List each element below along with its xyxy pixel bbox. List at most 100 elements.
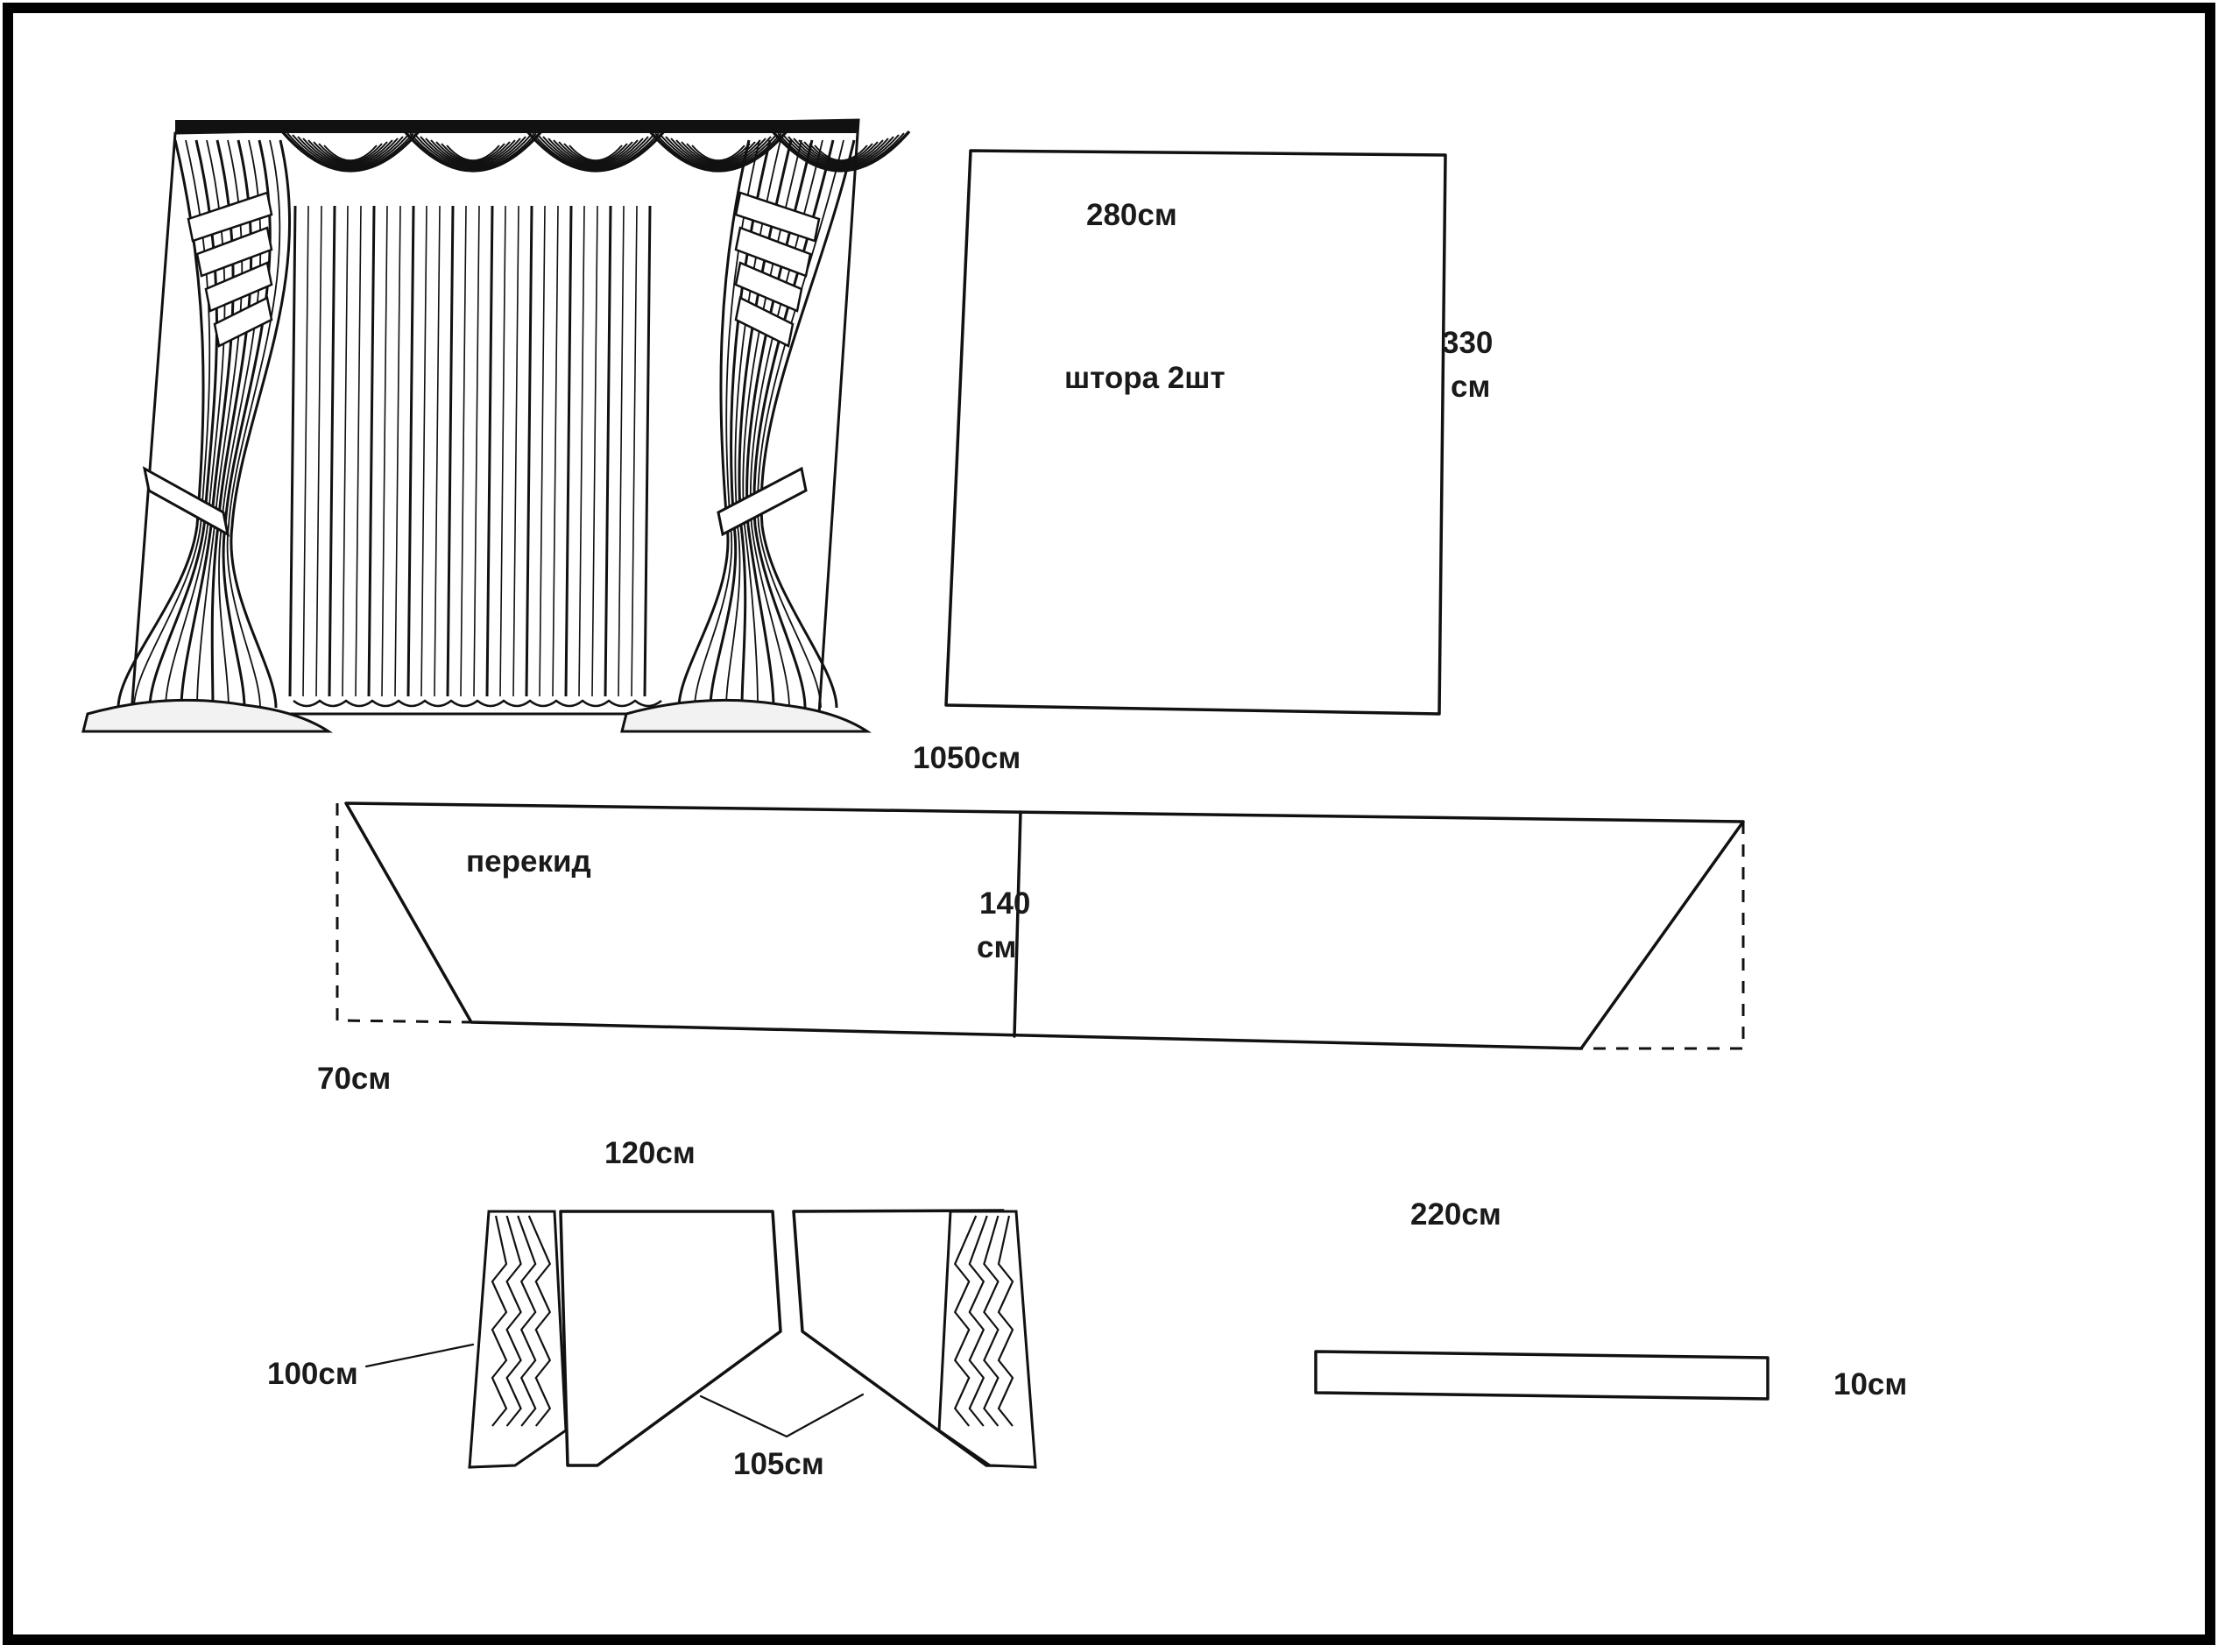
valance-swag-arc [814,145,868,162]
valance-swag-arc [297,136,404,168]
tieback-pattern: 220см 10см [1314,1197,1907,1401]
valance-swag-arc [313,141,388,164]
swag-depth-leader [699,1393,865,1438]
drape-dashed-extension-right [1581,822,1745,1050]
valance-swag-arc [430,139,516,166]
valance-swag-arc [280,130,420,173]
sheer-pleat-line [643,205,652,697]
sheer-pleat-line [328,205,336,697]
sheer-pleat-line [367,205,376,697]
tieback-length-label: 220см [1410,1197,1501,1232]
valance-swag-arc [558,141,633,164]
swag-depth-label: 105см [733,1447,824,1481]
sheer-pleat-line [315,205,322,697]
valance-swag-arc [793,138,889,166]
valance-swag-arc [809,143,873,163]
curtain-name-label: штора 2шт [1064,361,1226,395]
sheer-pleat-line [420,205,427,697]
drape-name-label: перекид [466,844,591,879]
jabot-left [468,1210,568,1469]
valance-swag-arc [425,138,521,166]
curtain-height-number: 330 [1442,326,1493,360]
sheer-pleat-line [302,205,309,697]
drape-outline [344,801,1745,1050]
drape-tail [187,191,273,243]
sheer-pleat-line [473,205,480,697]
jabot-fold [953,1215,978,1427]
valance-swag-arc [403,130,543,173]
drape-fold-line [230,139,292,709]
valance-swag-arc [435,141,511,164]
sheer-pleat-line [564,205,573,697]
sheer-pleat-line [631,205,638,697]
drape-height-line [1013,810,1022,1038]
jabot-fold [968,1215,988,1427]
valance-swag-arc [681,141,756,164]
sheer-pleat-line [591,205,598,697]
drape-tail [204,261,273,313]
drape-puddle [620,698,872,733]
drape-offset-label: 70см [317,1062,391,1096]
sheer-pleat-line [525,205,533,697]
valance-rail [175,120,858,133]
valance-swag-arc [675,139,761,166]
jabot-fold [983,1215,1000,1427]
sheer-hem [293,699,662,708]
valance-swag-arc [798,139,884,166]
drape-length-label: 1050см [913,741,1021,775]
sheer-pleat-line [604,205,612,697]
swag-width-label: 120см [604,1136,696,1170]
sheer-pleat-line [381,205,388,697]
valance-swag-arc [670,138,766,166]
valance-swag-arc [414,134,532,169]
sheer-pleat-line [288,205,297,697]
drape-puddle [81,698,334,733]
valance-swag-arc [532,132,660,171]
valance-swag-arc [409,132,537,171]
valance-swag-arc [446,145,500,162]
curtain-width-label: 280см [1086,198,1177,232]
jabot-fold [505,1215,522,1427]
drape-tail [195,226,273,278]
tieback-band [717,466,808,537]
valance-swag-arc [553,139,639,166]
valance-swag-arc [292,134,409,169]
page-frame [3,3,2215,1645]
valance-swag-arc [686,143,751,163]
sheer-pleat-line [485,205,494,697]
sheer-pleat-line [394,205,401,697]
drape-fold-line [677,139,751,709]
valance-swag-arc [286,132,414,171]
sheer-pleat-line [512,205,519,697]
sheer-pleat-line [406,205,415,697]
drape-height-unit: см [977,930,1016,964]
tieback-strip-outline [1314,1350,1769,1401]
jabot-length-label: 100см [267,1357,358,1391]
jabot-fold [491,1215,508,1427]
drape-height-number: 140 [979,886,1030,921]
valance-swag-arc [660,134,777,169]
drape-fold-line [117,139,205,709]
drape-dashed-extension-left [336,803,472,1024]
curtain-height-unit: см [1451,370,1490,404]
sheer-pleat-line [552,205,559,697]
valance-swag-arc [420,136,526,168]
sheer-pleat-line [578,205,585,697]
valance-swag-arc [665,136,772,168]
valance-swag-arc [441,143,505,163]
valance-swag-arc [302,138,399,166]
valance-swag-arc [318,143,383,163]
drape-fold-line [694,139,760,709]
drape-pattern: 1050см перекид 140 см 70см [317,741,1745,1096]
drape-tail [734,226,812,278]
sheer-pleat-line [460,205,467,697]
valance-swag-arc [788,136,894,168]
valance-swag-arc [307,139,393,166]
sheer-pleat-line [618,205,625,697]
valance-swag-arc [782,134,900,169]
valance-swag-arc [803,141,879,164]
sheer-pleat-line [499,205,506,697]
drape-tail [213,296,273,348]
valance-swag-arc [537,134,654,169]
